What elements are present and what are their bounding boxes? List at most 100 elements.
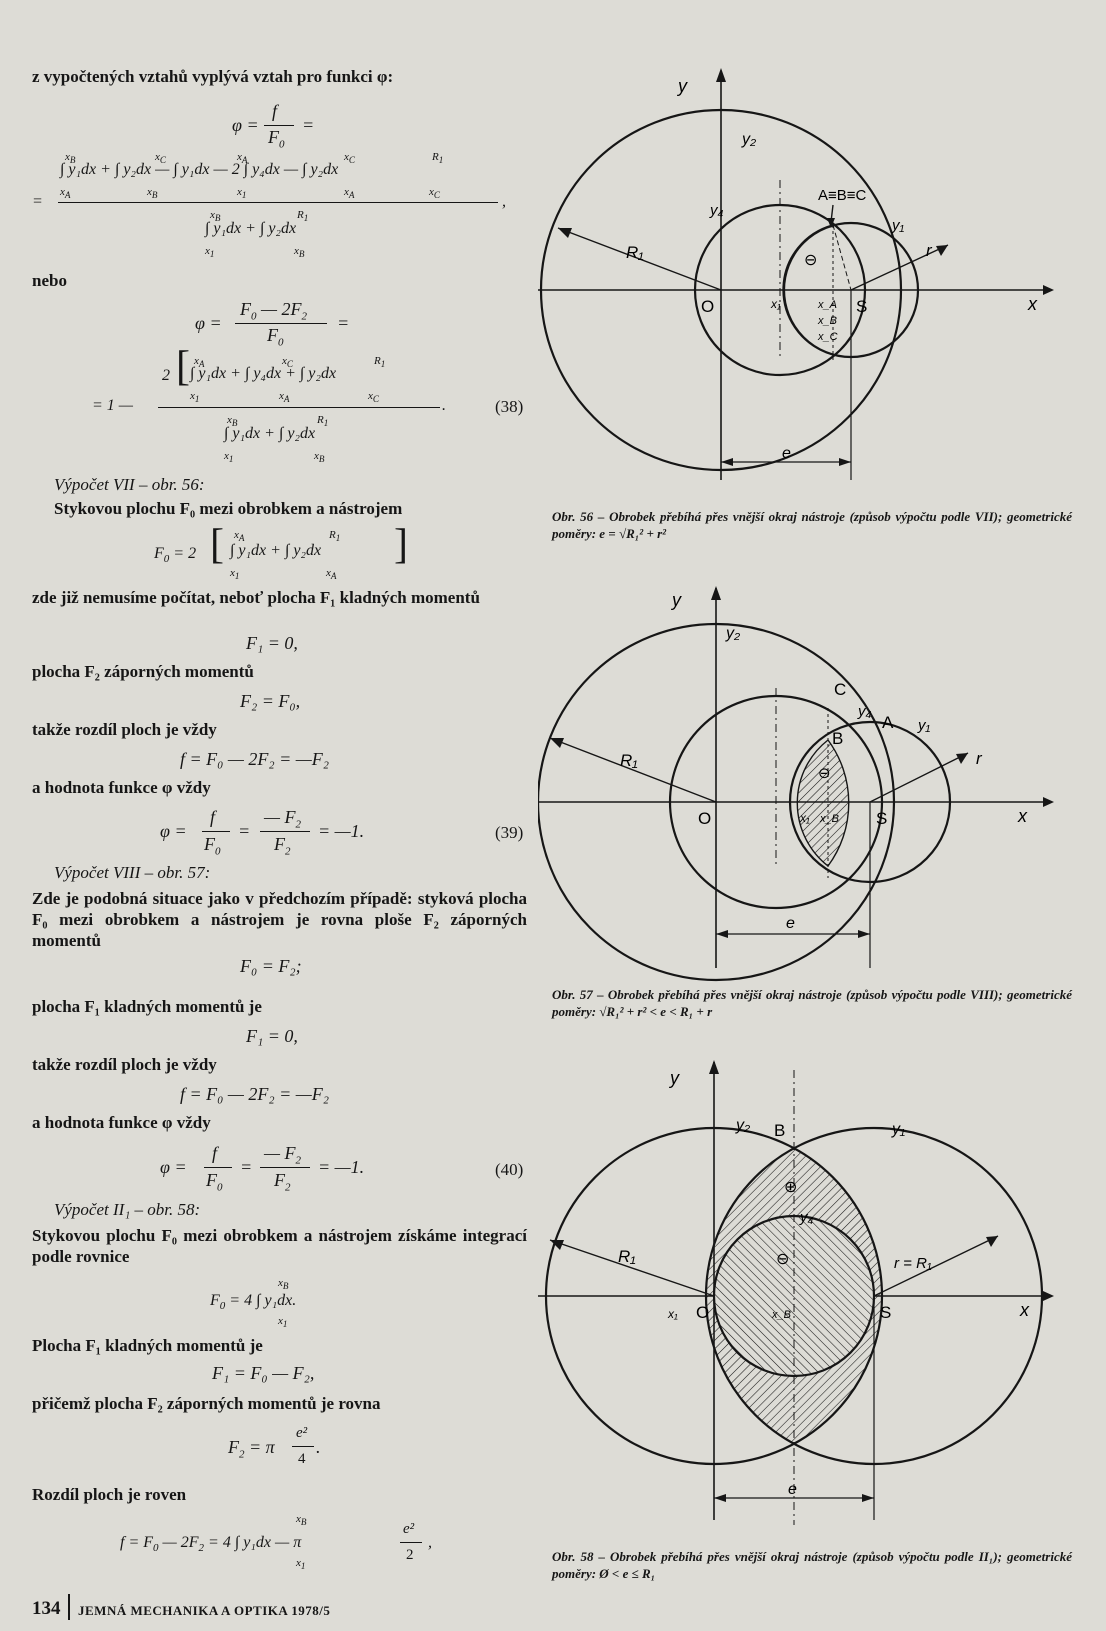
label-xB: x_B — [817, 315, 837, 327]
label-e: e — [788, 1481, 797, 1498]
label-r: r — [976, 749, 983, 768]
lens-boundary — [782, 224, 834, 354]
eq-f1-zero-2: F₁ = 0, — [246, 1026, 298, 1046]
label-S: S — [876, 809, 887, 828]
label-x: x — [1019, 1300, 1030, 1320]
eq-f2-f0: F₂ = F₀, — [240, 691, 301, 711]
label-r: r — [926, 241, 933, 260]
circle-y2 — [544, 1126, 884, 1466]
plocha-f2-text: plocha F₂ záporných momentů — [32, 662, 254, 681]
sec8-paragraph: Zde je podobná situace jako v předchozím… — [32, 889, 527, 950]
figure-56: y x y₂ y₄ y₁ A≡B≡C r R₁ O x₁ x_A x_B x_C… — [538, 68, 1054, 480]
label-minus: ⊖ — [818, 765, 831, 782]
label-x: x — [1017, 806, 1028, 826]
eq-f-final: xB f = F0 — 2F2 = 4 ∫ y₁dx — π x1 e² 2 , — [120, 1513, 432, 1572]
label-B: B — [832, 729, 843, 748]
hodnota-text: a hodnota funkce φ vždy — [32, 778, 211, 797]
sec-ii-paragraph: Stykovou plochu F₀ mezi obrobkem a nástr… — [32, 1226, 527, 1266]
eq-40-number: (40) — [495, 1160, 524, 1179]
plocha-f1-text-2: Plocha F₁ kladných momentů je — [32, 1336, 263, 1355]
sec7-paragraph: Stykovou plochu F₀ mezi obrobkem a nástr… — [54, 499, 403, 518]
label-O: O — [701, 297, 714, 316]
eq40-tail: = —1. — [318, 1157, 365, 1177]
label-C: C — [834, 680, 846, 699]
eq39-tail: = —1. — [318, 821, 365, 841]
label-y1: y₁ — [891, 1121, 905, 1138]
eq-f-diff: f = F₀ — 2F₂ = —F₂ — [180, 749, 330, 769]
figure-58: y x y₂ B y₁ y₄ R₁ r = R₁ x₁ O x_B S e ⊕ … — [538, 1060, 1054, 1525]
section-vypocet-viii: Výpočet VIII – obr. 57: — [54, 863, 211, 882]
eq-38-number: (38) — [495, 397, 524, 416]
label-x1: x₁ — [799, 811, 810, 825]
label-B: B — [774, 1121, 785, 1140]
label-O: O — [696, 1303, 709, 1322]
eq-39-number: (39) — [495, 823, 524, 842]
eq-f1-f0-f2: F₁ = F₀ — F₂, — [212, 1363, 315, 1383]
takze-text-2: takže rozdíl ploch je vždy — [32, 1055, 217, 1074]
label-plus: ⊕ — [784, 1179, 797, 1196]
label-y: y — [670, 590, 682, 610]
label-y: y — [668, 1068, 680, 1088]
caption-fig58: Obr. 58 – Obrobek přebíhá přes vnější ok… — [552, 1549, 1072, 1581]
label-x1: x₁ — [667, 1307, 678, 1321]
label-R1: R₁ — [618, 1247, 636, 1266]
label-y4: y₄ — [799, 1209, 814, 1226]
label-r-eq: r = R₁ — [894, 1255, 932, 1272]
label-x1: x₁ — [770, 297, 781, 311]
eq-phi-f0-minus-2f2: φ = F0 — 2F2 F0 = — [195, 299, 350, 349]
section-vypocet-vii: Výpočet VII – obr. 56: — [54, 475, 205, 494]
nebo-text: nebo — [32, 271, 67, 290]
label-xB: x_B — [819, 813, 839, 825]
label-e: e — [782, 445, 791, 462]
plocha-f1-text: plocha F₁ kladných momentů je — [32, 997, 262, 1016]
caption-fig57: Obr. 57 – Obrobek přebíhá přes vnější ok… — [552, 987, 1072, 1019]
sec7-paragraph-2: zde již nemusíme počítat, neboť plocha F… — [32, 588, 480, 607]
intro-text: z vypočtených vztahů vyplývá vztah pro f… — [32, 67, 394, 86]
eq-phi-f-over-f0: φ = f F0 = — [232, 101, 315, 151]
r1-line — [557, 227, 722, 291]
figure-57: y x y₂ C y₄ A B y₁ r R₁ O x₁ x_B S e ⊖ — [538, 586, 1054, 982]
r1-line — [549, 737, 717, 803]
label-xA: x_A — [817, 299, 837, 311]
label-abc: A≡B≡C — [818, 187, 867, 204]
label-y: y — [676, 76, 688, 96]
pricemz-text: přičemž plocha F₂ záporných momentů je r… — [32, 1394, 381, 1413]
eq-40: φ = f F0 = — F2 F2 = —1. — [160, 1143, 365, 1194]
label-y1: y₁ — [917, 717, 931, 734]
label-minus: ⊖ — [776, 1251, 789, 1268]
label-y1: y₁ — [891, 217, 905, 234]
label-O: O — [698, 809, 711, 828]
eq-f2-pi: F2 = π e² 4 . — [228, 1425, 321, 1467]
journal-name: JEMNÁ MECHANIKA A OPTIKA 1978/5 — [78, 1603, 331, 1618]
label-y4: y₄ — [709, 202, 724, 219]
r-line — [850, 244, 949, 291]
label-y2: y₂ — [735, 1117, 750, 1134]
r-line — [873, 1235, 999, 1297]
label-S: S — [880, 1303, 891, 1322]
label-y4: y₄ — [857, 703, 872, 720]
hodnota-text-2: a hodnota funkce φ vždy — [32, 1113, 211, 1132]
section-vypocet-ii1: Výpočet II₁ – obr. 58: — [54, 1200, 201, 1219]
eq-f-diff-2: f = F₀ — 2F₂ = —F₂ — [180, 1084, 330, 1104]
label-R1: R₁ — [626, 243, 644, 262]
eq-f0-sec7: F0 = 2 [ xA R1 ∫ y₁dx + ∫ y₂dx x1 xA ] — [154, 522, 408, 582]
label-S: S — [856, 297, 867, 316]
eq-39: φ = f F0 = — F2 F2 = —1. — [160, 807, 365, 858]
dash-to-S — [832, 224, 852, 291]
circle-y2 — [539, 108, 903, 472]
label-A: A — [882, 713, 894, 732]
eq-f0-4-integral: xB F0 = 4 ∫ y₁dx. x1 — [210, 1277, 297, 1330]
label-xC: x_C — [817, 331, 838, 343]
label-x: x — [1027, 294, 1038, 314]
circle-y2 — [538, 622, 896, 982]
page-number: 134 — [32, 1598, 61, 1619]
eq-38-fraction: = 1 — 2 [ xA xC R1 ∫ y₁dx + ∫ y₄dx + ∫ y… — [92, 344, 446, 465]
label-y2: y₂ — [725, 625, 740, 642]
caption-fig56: Obr. 56 – Obrobek přebíhá přes vnější ok… — [552, 509, 1072, 541]
label-minus: ⊖ — [804, 252, 817, 269]
eq-phi-integral-fraction: = xB xC xA xC R1 ∫ y₁dx + ∫ y₂dx — ∫ y₁d… — [32, 151, 506, 260]
eq-f0-f2: F₀ = F₂; — [240, 956, 302, 976]
r-line — [869, 752, 969, 803]
r1-line — [549, 1239, 715, 1297]
label-xB: x_B — [771, 1309, 791, 1321]
